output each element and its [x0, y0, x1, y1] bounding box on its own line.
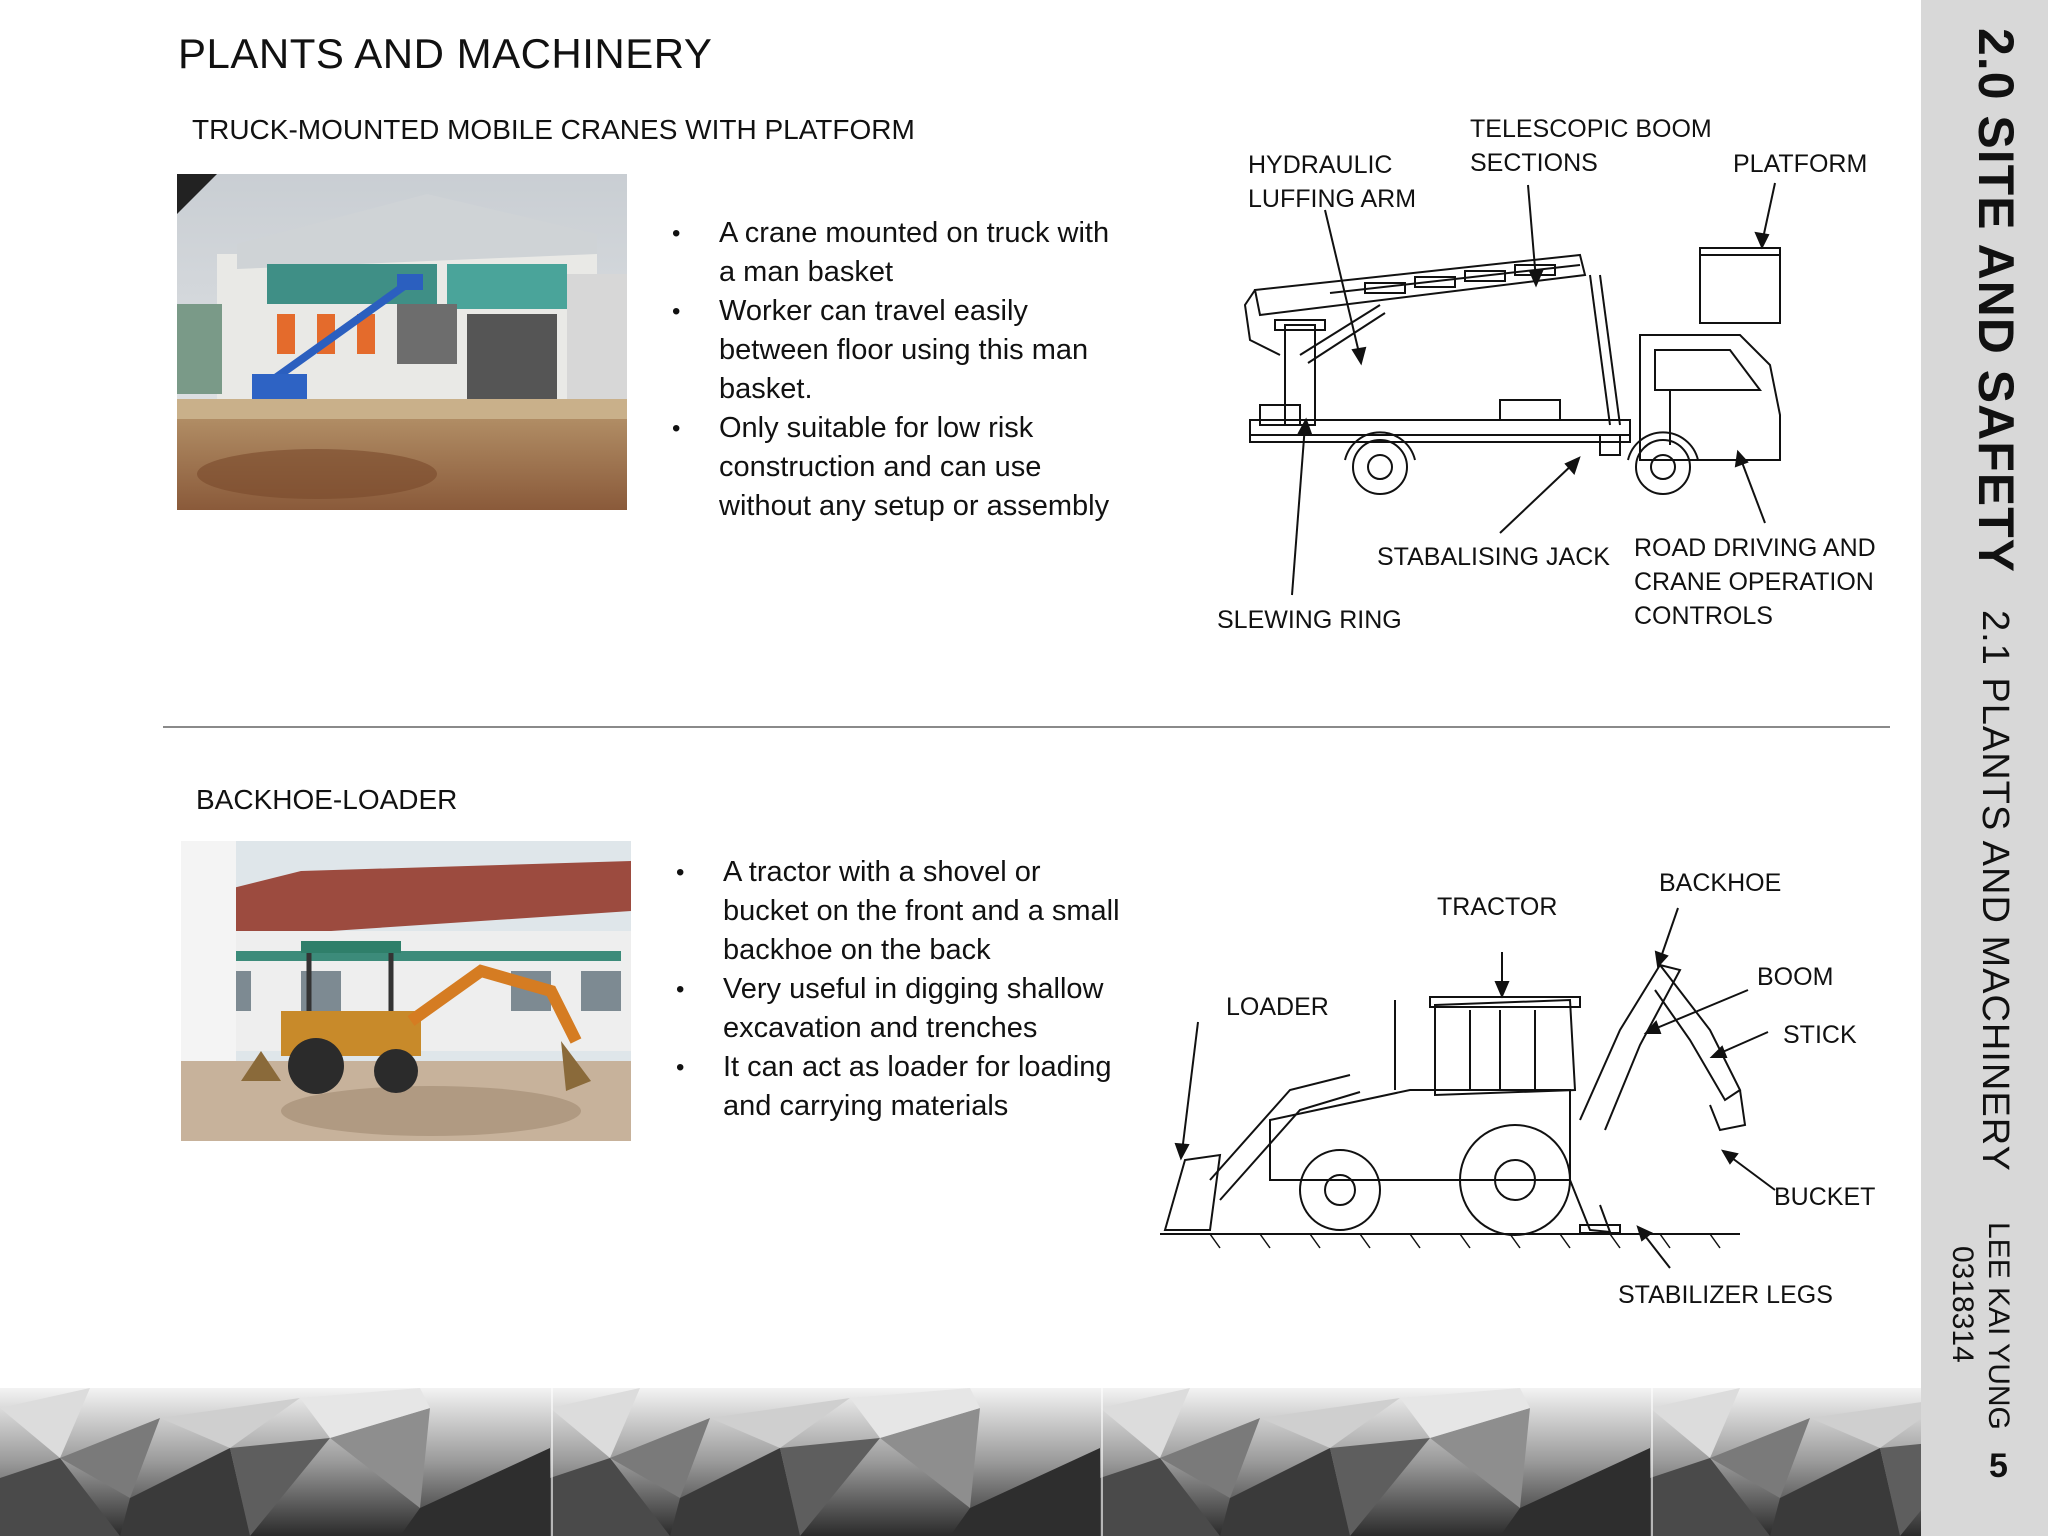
label-hydraulic: HYDRAULIC: [1248, 151, 1393, 179]
backhoe-bullet-list: A tractor with a shovel or bucket on the…: [676, 853, 1121, 1126]
label-loader: LOADER: [1226, 993, 1329, 1021]
backhoe-section-heading: BACKHOE-LOADER: [196, 784, 458, 815]
section-divider: [163, 726, 1890, 728]
label-telescopic-sections: SECTIONS: [1470, 149, 1598, 177]
section-title: 2.1 PLANTS AND MACHINERY: [1974, 610, 2016, 1172]
label-backhoe: BACKHOE: [1659, 869, 1782, 897]
label-boom: BOOM: [1757, 963, 1834, 991]
crane-photo: [177, 174, 627, 510]
author-name: LEE KAI YUNG: [1982, 1222, 2015, 1430]
crane-bullet: Only suitable for low risk construction …: [672, 409, 1117, 526]
crane-bullet: A crane mounted on truck with a man bask…: [672, 214, 1117, 292]
page-title: PLANTS AND MACHINERY: [178, 30, 713, 77]
label-stick: STICK: [1783, 1021, 1857, 1049]
page-number: 5: [1989, 1447, 2008, 1485]
label-stabilizer-legs: STABILIZER LEGS: [1618, 1281, 1833, 1309]
label-tractor: TRACTOR: [1437, 893, 1558, 921]
backhoe-loader-diagram: [1150, 860, 1910, 1320]
label-controls: CONTROLS: [1634, 602, 1773, 630]
label-road-driving: ROAD DRIVING AND: [1634, 534, 1876, 562]
label-bucket: BUCKET: [1774, 1183, 1876, 1211]
author-id: 0318314: [1946, 1246, 1979, 1363]
label-telescopic-boom: TELESCOPIC BOOM: [1470, 115, 1712, 143]
label-stabalising-jack: STABALISING JACK: [1377, 543, 1610, 571]
backhoe-bullet: It can act as loader for loading and car…: [676, 1048, 1121, 1126]
crane-bullet-list: A crane mounted on truck with a man bask…: [672, 214, 1117, 526]
side-panel: 2.0 SITE AND SAFETY 2.1 PLANTS AND MACHI…: [1921, 0, 2048, 1536]
backhoe-bullet: A tractor with a shovel or bucket on the…: [676, 853, 1121, 970]
crane-truck-diagram: [1200, 105, 1900, 645]
label-crane-operation: CRANE OPERATION: [1634, 568, 1874, 596]
label-luffing-arm: LUFFING ARM: [1248, 185, 1417, 213]
crane-section-heading: TRUCK-MOUNTED MOBILE CRANES WITH PLATFOR…: [192, 114, 915, 145]
label-platform: PLATFORM: [1733, 150, 1868, 178]
backhoe-photo: [181, 841, 631, 1141]
decorative-footer-pattern: [0, 1388, 1921, 1536]
label-slewing-ring: SLEWING RING: [1217, 606, 1402, 634]
crane-bullet: Worker can travel easily between floor u…: [672, 292, 1117, 409]
chapter-title: 2.0 SITE AND SAFETY: [1968, 28, 2024, 574]
backhoe-bullet: Very useful in digging shallow excavatio…: [676, 970, 1121, 1048]
